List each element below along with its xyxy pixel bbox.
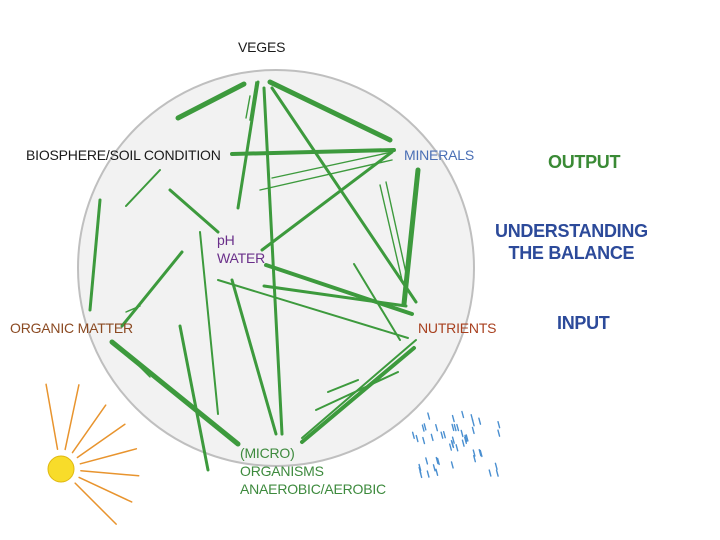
connector-line — [379, 184, 403, 281]
node-ph: pH — [217, 232, 235, 248]
label-balance-line1: UNDERSTANDING — [495, 221, 648, 241]
connector-line — [199, 231, 219, 415]
connector-line — [120, 250, 184, 328]
sun-icon — [45, 383, 140, 525]
connector-line — [236, 80, 260, 210]
connector-line — [385, 181, 409, 283]
connector-line — [264, 263, 414, 316]
node-minerals: MINERALS — [404, 147, 474, 163]
connector-line — [401, 167, 421, 307]
node-micro-organisms: (MICRO) ORGANISMS ANAEROBIC/AEROBIC — [240, 444, 386, 498]
connector-line — [230, 278, 278, 436]
connector-line — [259, 159, 393, 191]
connector-line — [125, 169, 161, 207]
label-input: INPUT — [557, 313, 610, 333]
connector-line — [262, 86, 284, 436]
connector-line — [249, 81, 257, 121]
connector-line — [262, 284, 408, 308]
rain-icon — [411, 410, 501, 479]
node-organic-matter: ORGANIC MATTER — [10, 320, 133, 336]
label-output: OUTPUT — [548, 152, 621, 172]
connector-line — [300, 346, 416, 444]
connector-lines — [88, 79, 421, 472]
connector-line — [168, 188, 220, 234]
connector-line — [245, 95, 251, 119]
connector-line — [127, 354, 151, 378]
connector-line — [260, 150, 394, 252]
connector-line — [217, 279, 409, 339]
connector-line — [178, 324, 210, 472]
connector-line — [270, 86, 418, 304]
node-micro-line3: ANAEROBIC/AEROBIC — [240, 481, 386, 497]
connector-line — [327, 379, 359, 393]
node-nutrients: NUTRIENTS — [418, 320, 497, 336]
label-understanding-the-balance: UNDERSTANDING THE BALANCE — [495, 220, 648, 264]
connector-line — [175, 81, 247, 121]
node-micro-line1: (MICRO) — [240, 445, 295, 461]
connector-line — [230, 148, 396, 156]
node-ph-water: pH WATER — [217, 231, 265, 267]
connector-line — [125, 305, 141, 313]
connector-line — [109, 339, 241, 447]
connector-line — [88, 198, 102, 312]
label-balance-line2: THE BALANCE — [508, 243, 635, 263]
connector-line — [267, 79, 393, 143]
node-micro-line2: ORGANISMS — [240, 463, 324, 479]
node-water: WATER — [217, 250, 265, 266]
connector-line — [353, 263, 401, 341]
node-biosphere-soil-condition: BIOSPHERE/SOIL CONDITION — [26, 147, 221, 163]
connector-line — [271, 151, 393, 179]
node-veges: VEGES — [238, 39, 286, 55]
connector-line — [315, 371, 399, 411]
